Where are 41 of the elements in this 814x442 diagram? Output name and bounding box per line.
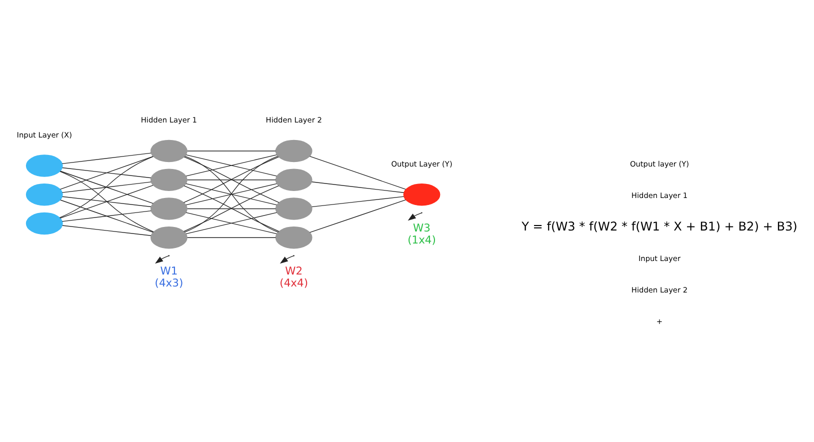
node-circle bbox=[150, 197, 188, 220]
label: Y = f(W3 * f(W2 * f(W1 * X + B1) + B2) + B3) bbox=[522, 219, 798, 233]
connector bbox=[186, 208, 276, 209]
node-circle bbox=[150, 139, 188, 162]
connector bbox=[62, 166, 152, 178]
connector bbox=[312, 181, 404, 192]
connector bbox=[60, 199, 154, 232]
connector bbox=[186, 150, 276, 151]
node-text: W2 (4x4) bbox=[280, 264, 308, 289]
connector bbox=[186, 182, 278, 205]
node-circle bbox=[150, 168, 188, 190]
connector bbox=[186, 212, 278, 234]
node-circle bbox=[275, 168, 312, 190]
node-text: W1 (4x3) bbox=[154, 264, 184, 289]
node-text: W3 (1x4) bbox=[408, 220, 436, 246]
node-circle bbox=[275, 226, 312, 248]
node-circle bbox=[26, 183, 63, 206]
connector bbox=[186, 236, 276, 238]
node-circle bbox=[26, 154, 63, 176]
node-circle bbox=[275, 139, 312, 162]
connector bbox=[62, 196, 152, 207]
arrow bbox=[280, 255, 294, 264]
connector bbox=[59, 156, 154, 218]
arrow bbox=[408, 212, 422, 220]
connector bbox=[62, 181, 152, 192]
connector bbox=[62, 224, 152, 236]
connector bbox=[62, 152, 152, 164]
connector bbox=[60, 184, 154, 218]
node-circle bbox=[275, 197, 312, 220]
node-circle bbox=[403, 183, 440, 206]
connector bbox=[186, 179, 276, 180]
node-circle bbox=[26, 212, 63, 234]
connector bbox=[309, 155, 406, 190]
connector bbox=[60, 170, 154, 232]
connector bbox=[309, 199, 406, 232]
connector bbox=[60, 156, 154, 190]
arrow bbox=[155, 255, 169, 264]
node-circle bbox=[150, 226, 188, 248]
connector bbox=[60, 170, 154, 204]
connector bbox=[62, 210, 152, 222]
connector bbox=[312, 196, 404, 207]
